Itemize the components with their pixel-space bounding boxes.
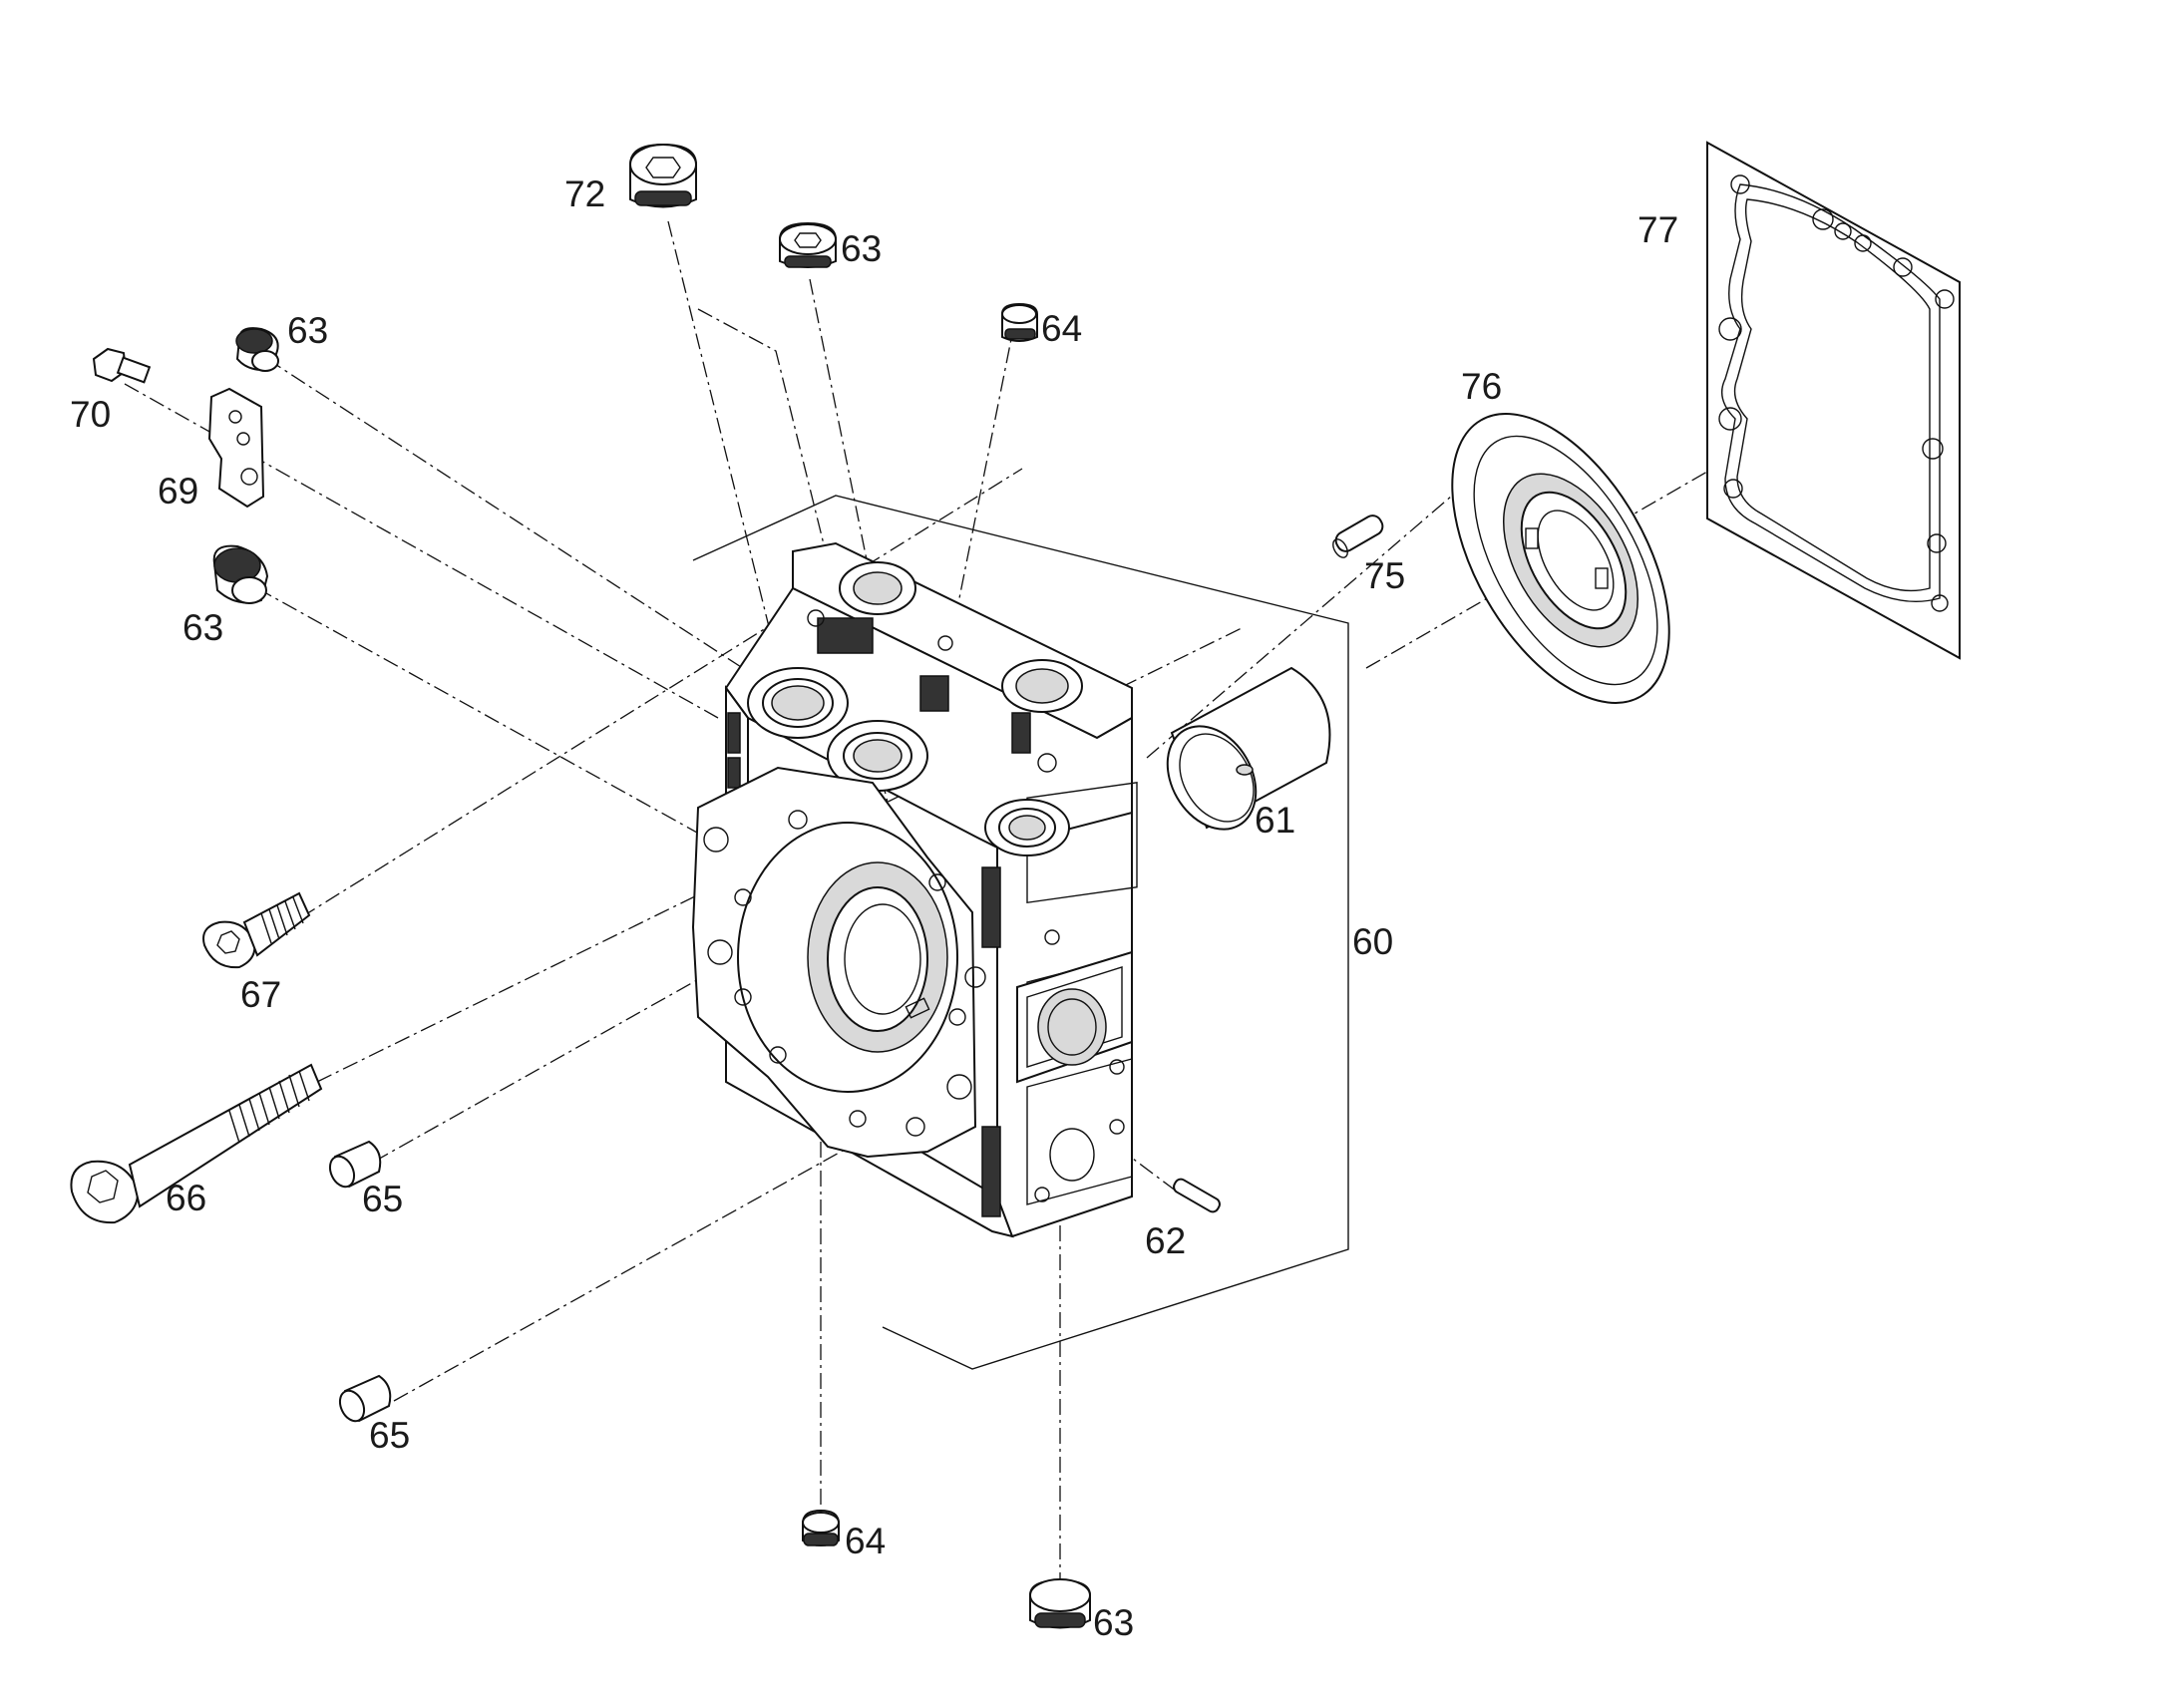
callout-63: 63 <box>182 607 223 648</box>
assembly-bracket-60 <box>692 495 1349 1370</box>
part-66-bolt <box>70 1063 323 1224</box>
part-61-bushing <box>1166 666 1331 831</box>
callout-63: 63 <box>287 310 328 351</box>
part-63-plug-left-upper <box>235 327 279 372</box>
part-63-plug-top <box>779 221 837 268</box>
callout-60: 60 <box>1352 921 1393 962</box>
front-flange <box>691 766 986 1159</box>
callout-labels: 72 63 64 63 70 69 63 77 76 75 61 60 67 6… <box>70 173 1678 1643</box>
callout-63: 63 <box>1093 1602 1134 1643</box>
part-65-dowel-upper <box>328 1140 382 1189</box>
part-62-pin <box>1173 1178 1221 1213</box>
callout-76: 76 <box>1461 366 1502 407</box>
part-77-gasket <box>1706 141 1961 660</box>
callout-64: 64 <box>845 1521 886 1561</box>
callout-77: 77 <box>1637 209 1678 250</box>
callout-70: 70 <box>70 394 111 435</box>
part-76-valve-plate <box>1451 413 1670 704</box>
callout-75: 75 <box>1364 555 1405 596</box>
part-63-plug-left-lower <box>212 544 269 604</box>
callout-66: 66 <box>166 1178 206 1218</box>
part-69-bracket <box>207 387 265 509</box>
part-72-plug <box>629 143 697 208</box>
callout-64: 64 <box>1041 308 1082 349</box>
part-64-plug-top <box>1001 302 1038 342</box>
callout-65: 65 <box>362 1179 403 1219</box>
callout-65: 65 <box>369 1415 410 1456</box>
top-ports <box>747 561 1083 856</box>
side-port <box>1016 950 1133 1084</box>
port-markings <box>727 617 1031 1217</box>
callout-61: 61 <box>1255 800 1295 841</box>
part-63-plug-bottom <box>1029 1578 1091 1629</box>
callout-69: 69 <box>158 471 198 512</box>
callout-63: 63 <box>841 228 882 269</box>
callout-67: 67 <box>240 974 281 1015</box>
callout-62: 62 <box>1145 1220 1186 1261</box>
main-housing <box>691 541 1138 1238</box>
part-65-dowel-lower <box>338 1374 392 1423</box>
part-67-screw <box>202 891 311 969</box>
part-75-pin <box>1332 514 1384 558</box>
part-64-plug-bottom <box>802 1509 840 1546</box>
part-70-bolt <box>92 347 152 384</box>
callout-72: 72 <box>564 173 605 214</box>
